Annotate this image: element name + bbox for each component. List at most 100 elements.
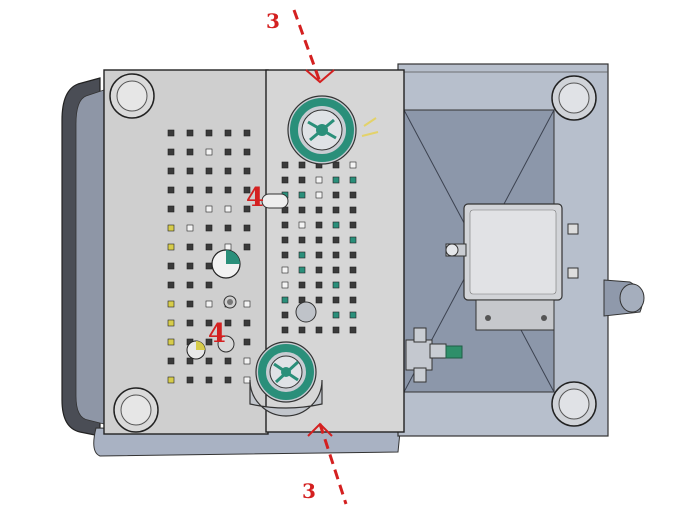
perforation-hole [186,376,194,384]
perforation-hole [205,281,213,289]
perforation-hole [186,224,194,232]
perforation-hole [315,236,323,244]
perforation-hole [349,311,357,319]
perforation-hole [243,167,251,175]
slot [261,193,289,209]
perforation-hole [243,129,251,137]
perforation-hole [298,326,306,334]
perforation-hole [167,357,175,365]
perforation-hole [205,376,213,384]
perforation-hole [332,236,340,244]
perforation-hole [167,205,175,213]
perforation-hole [281,236,289,244]
perforation-hole [167,376,175,384]
impeller-bottom [249,341,323,417]
perforation-hole [281,311,289,319]
perforation-hole [205,338,213,346]
perforation-hole [167,262,175,270]
perforation-hole [315,191,323,199]
perforation-hole [281,161,289,169]
section-arrow-top [305,69,335,84]
perforation-hole [205,319,213,327]
perforation-hole [243,186,251,194]
perforation-hole [167,224,175,232]
perforation-hole [205,224,213,232]
perforation-hole [315,326,323,334]
label-part-upper: 4 [246,183,264,213]
perforation-hole [224,129,232,137]
perforation-hole [298,176,306,184]
perforation-hole [205,148,213,156]
perforation-hole [332,281,340,289]
perforation-hole [243,224,251,232]
perforation-hole [167,319,175,327]
perforation-hole [298,191,306,199]
valve-fitting [405,327,463,383]
perforation-hole [167,148,175,156]
left-housing-inner [75,89,105,425]
section-arrow-bottom [307,422,333,437]
perforation-hole [205,186,213,194]
perforation-hole [281,176,289,184]
perforation-hole [167,129,175,137]
perforation-hole [224,224,232,232]
perforation-hole [224,167,232,175]
perforation-hole [315,281,323,289]
perforation-hole [205,129,213,137]
perforation-hole [332,221,340,229]
perforation-hole [186,281,194,289]
perforation-hole [186,129,194,137]
perforation-hole [243,148,251,156]
perforation-hole [205,243,213,251]
perforation-hole [349,176,357,184]
perforation-hole [186,300,194,308]
perforation-hole [167,300,175,308]
perforation-hole [186,357,194,365]
perforation-hole [167,338,175,346]
perforation-hole [298,266,306,274]
perforation-hole [332,311,340,319]
perforation-hole [315,296,323,304]
motor-mount-plate [475,299,555,331]
perforation-hole [315,176,323,184]
perforation-hole [332,176,340,184]
perforation-hole [205,357,213,365]
perforation-hole [224,148,232,156]
perforation-hole [298,221,306,229]
perforation-hole [332,251,340,259]
perforation-hole [332,206,340,214]
perforation-hole [186,205,194,213]
perforation-hole [186,243,194,251]
perforation-hole [224,205,232,213]
label-section-bottom: 3 [302,479,316,503]
main-plate-left [103,69,269,435]
perforation-hole [281,326,289,334]
perforation-hole [281,221,289,229]
perforation-hole [349,296,357,304]
perforation-hole [186,186,194,194]
perforation-hole [224,376,232,384]
perforation-hole [186,319,194,327]
perforation-hole [186,148,194,156]
base-bottom-strip [93,427,401,457]
perforation-hole [298,161,306,169]
perforation-hole [281,251,289,259]
perforation-hole [205,300,213,308]
perforation-hole [243,319,251,327]
perforation-hole [243,300,251,308]
label-section-top: 3 [266,9,280,33]
perforation-hole [281,296,289,304]
perforation-hole [315,221,323,229]
impeller-top [287,95,379,165]
perforation-hole [349,191,357,199]
perforation-hole [298,281,306,289]
perforation-hole [315,266,323,274]
perforation-hole [332,161,340,169]
perforation-hole [167,281,175,289]
perforation-hole [224,186,232,194]
section-line-top [292,9,322,83]
perforation-hole [332,296,340,304]
perforation-hole [224,357,232,365]
perforation-hole [332,326,340,334]
